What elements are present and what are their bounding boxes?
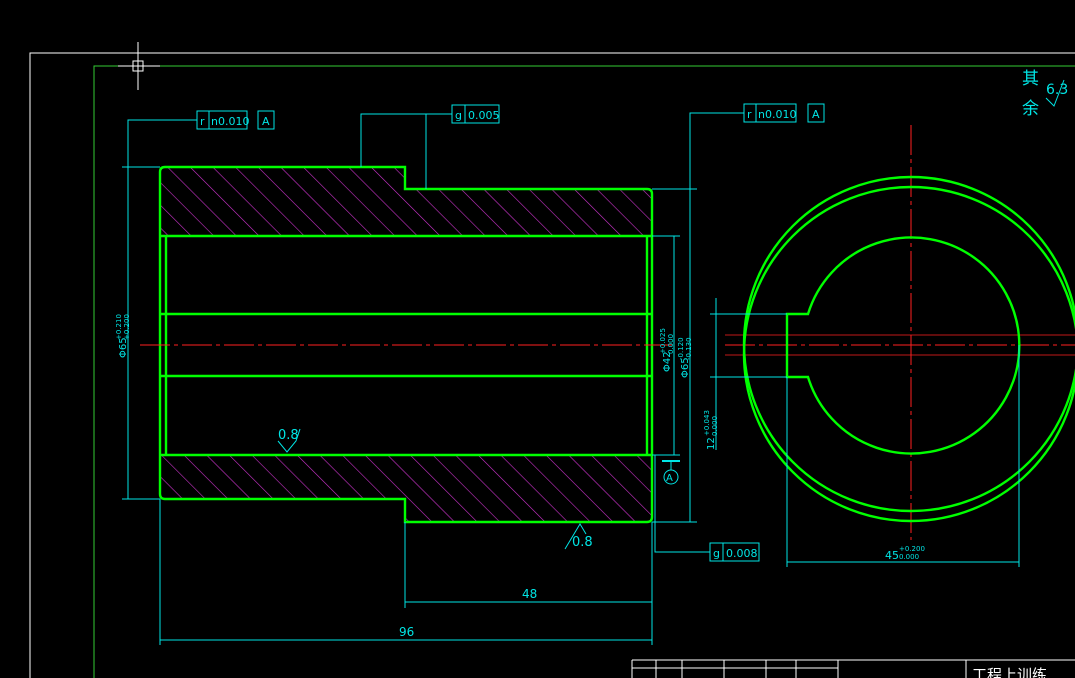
svg-text:0.8: 0.8: [572, 535, 593, 550]
svg-text:0.008: 0.008: [726, 547, 758, 560]
svg-text:g: g: [455, 109, 462, 122]
svg-text:+0.200: +0.200: [899, 545, 925, 553]
svg-text:0.8: 0.8: [278, 428, 299, 443]
svg-text:0.000: 0.000: [711, 416, 719, 436]
svg-text:+0.210: +0.210: [115, 314, 123, 340]
roughness-mark-bore: 0.8: [277, 428, 301, 453]
svg-text:-0.120: -0.120: [677, 337, 685, 360]
svg-text:A: A: [812, 108, 820, 121]
svg-text:0.005: 0.005: [468, 109, 500, 122]
dim-length-total: 96: [399, 625, 414, 639]
tolerance-frame-top-mid: g 0.005: [451, 104, 500, 124]
lower-wall-section: [160, 455, 652, 522]
note-line-2: 余: [1022, 99, 1039, 119]
svg-text:45: 45: [885, 549, 899, 562]
svg-text:A: A: [666, 473, 673, 484]
dim-keyway-depth: 45 +0.200 0.000: [885, 545, 925, 562]
dim-left-diameter: Φ65 +0.210 +0.200: [115, 314, 131, 358]
datum-marker: A: [662, 460, 680, 485]
svg-text:0.000: 0.000: [899, 553, 919, 561]
svg-text:+0.200: +0.200: [123, 314, 131, 340]
roughness-mark-outer: 0.8: [564, 523, 593, 550]
svg-text:Φ42: Φ42: [662, 351, 673, 372]
roughness-value: 6.3: [1046, 82, 1068, 98]
outer-frame: [29, 52, 1075, 678]
outer-circle-right-dia: [742, 185, 1075, 523]
end-view-dimension-lines: [710, 298, 1020, 567]
bore-with-keyway: [785, 236, 1021, 455]
svg-text:r: r: [747, 108, 752, 121]
svg-text:0.000: 0.000: [667, 334, 675, 354]
tolerance-frame-top-right: r n0.010 A: [743, 103, 825, 123]
dim-keyway-width: 12 +0.043 0.000: [703, 410, 719, 450]
tolerance-frame-top-left: r n0.010 A: [196, 110, 275, 130]
outer-circle-left-dia: [742, 175, 1075, 513]
title-block: 工程上训练: [631, 659, 1075, 678]
dim-length-step: 48: [522, 587, 537, 601]
dim-bore-diameter: Φ42 +0.025 0.000: [659, 328, 675, 372]
upper-wall-section: [160, 167, 652, 236]
end-view: 45 +0.200 0.000 12 +0.043 0.000: [703, 125, 1075, 567]
svg-text:-0.130: -0.130: [685, 337, 693, 360]
svg-text:n0.010: n0.010: [758, 108, 796, 121]
svg-text:g: g: [713, 547, 720, 560]
svg-text:12: 12: [706, 437, 717, 450]
svg-text:r: r: [200, 115, 205, 128]
section-view: 96 48 Φ65 +0.210 +0.200 Φ42 +0.025 0.000…: [115, 103, 825, 645]
surface-finish-note: 其 余 6.3: [1022, 69, 1068, 119]
inner-frame: [93, 65, 1075, 678]
section-dimension-lines: [122, 112, 744, 645]
dim-right-diameter: Φ65 -0.120 -0.130: [677, 337, 693, 378]
svg-text:Φ65: Φ65: [118, 337, 129, 358]
svg-text:A: A: [262, 115, 270, 128]
note-line-1: 其: [1022, 69, 1039, 89]
svg-text:Φ65: Φ65: [680, 357, 691, 378]
svg-text:n0.010: n0.010: [211, 115, 249, 128]
svg-text:+0.043: +0.043: [703, 410, 711, 436]
crosshair-cursor-icon: [118, 42, 160, 90]
tolerance-frame-bottom-right: g 0.008: [709, 542, 760, 562]
roughness-symbol-icon: [1045, 79, 1065, 107]
svg-text:+0.025: +0.025: [659, 328, 667, 354]
title-block-text: 工程上训练: [972, 666, 1047, 678]
